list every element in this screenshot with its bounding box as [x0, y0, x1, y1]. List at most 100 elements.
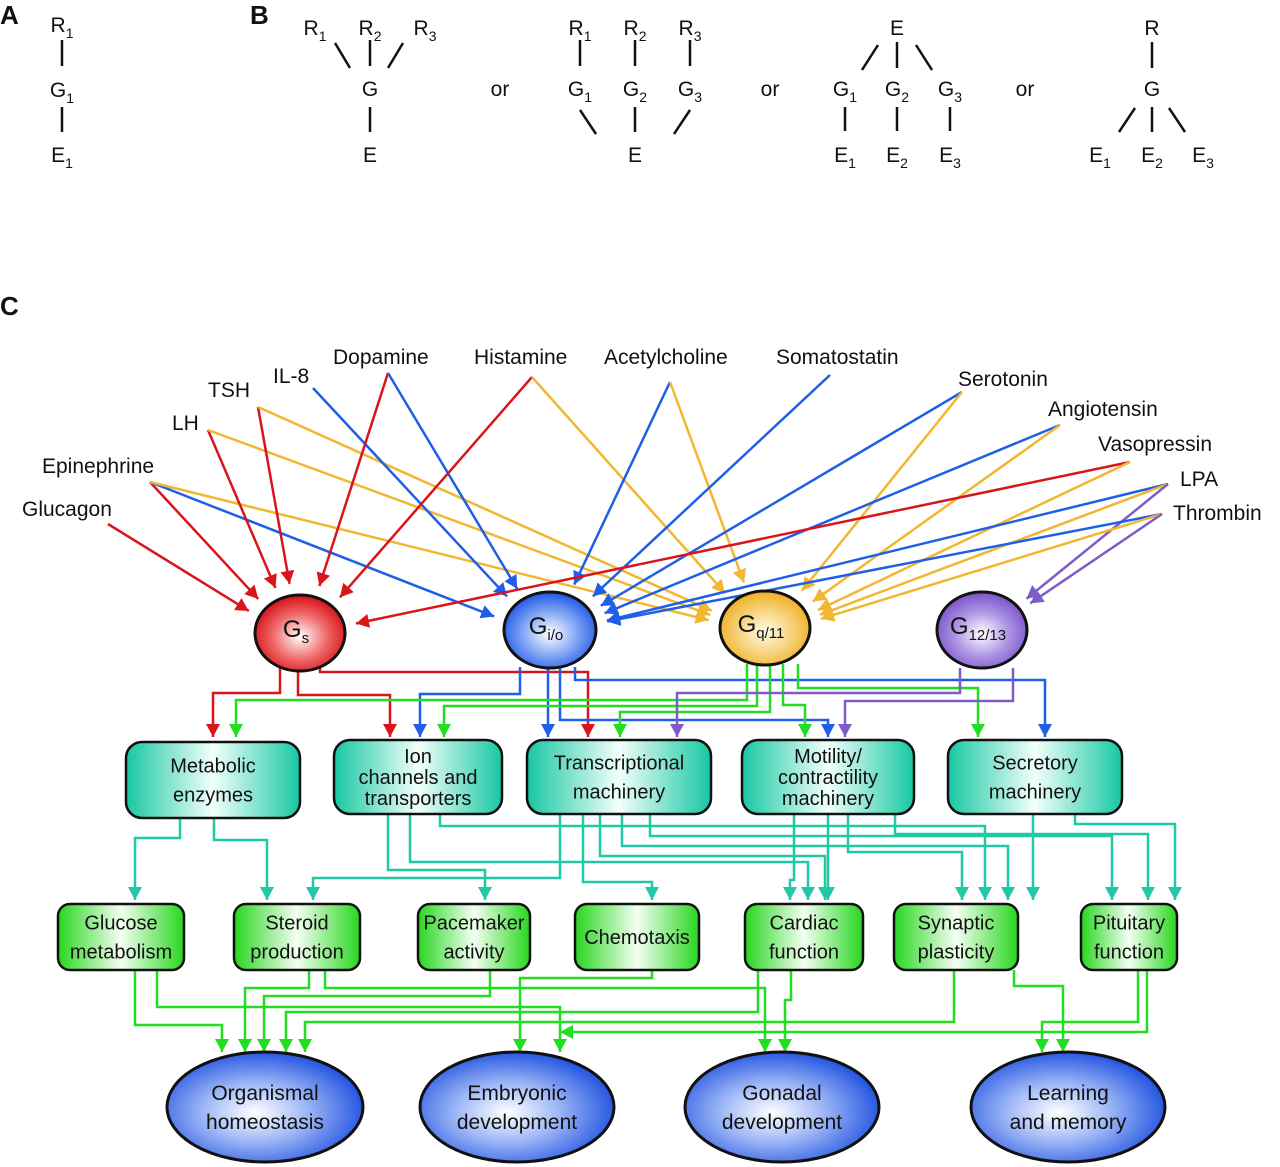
- arrowhead-gs: [339, 582, 354, 598]
- arrowhead-gs: [316, 571, 331, 586]
- label-subscript: 2: [901, 89, 909, 105]
- link-motility-pituitary: [893, 814, 1150, 900]
- arrowhead: [541, 724, 555, 737]
- g-protein-oval: [935, 590, 1029, 670]
- label-base: R: [359, 17, 374, 40]
- effector-node: E3: [1192, 144, 1214, 171]
- effector-node: E: [363, 144, 377, 167]
- label-subscript: q/11: [756, 625, 784, 642]
- ligand-label-vasopressin: Vasopressin: [1098, 433, 1212, 456]
- ligand-label-serotonin: Serotonin: [958, 368, 1048, 391]
- ligand-link-epinephrine-gq11: [149, 480, 710, 622]
- label-base: R: [414, 17, 429, 40]
- label-base: G: [950, 613, 969, 640]
- function-label: activity: [443, 942, 504, 964]
- ligand-label-il-8: IL-8: [273, 365, 309, 388]
- edge: [578, 109, 598, 135]
- label-subscript: 2: [374, 28, 382, 44]
- ligand-link-glucagon-gs: [107, 522, 250, 613]
- ligand-link-acetylcholine-gio: [573, 381, 672, 586]
- outcome-label: Learning: [1027, 1082, 1109, 1105]
- label-subscript: 1: [848, 155, 856, 171]
- ligand-link-thrombin-gio: [606, 512, 1163, 623]
- ligand-link-lh-gs: [206, 429, 277, 589]
- g-protein-effector-links: [206, 664, 1052, 737]
- arrowhead-g1213: [1030, 590, 1045, 604]
- arrowhead-gq11: [812, 588, 828, 602]
- function-label: Glucose: [84, 913, 157, 935]
- outcome-label: Gonadal: [742, 1082, 821, 1105]
- arrowhead-gq11: [820, 608, 836, 622]
- label-base: E: [834, 144, 848, 167]
- link-metabolic-steroid: [212, 818, 269, 900]
- function-box-shape: [232, 902, 362, 972]
- receptor-node: R: [1144, 17, 1159, 40]
- label-subscript: 2: [639, 89, 647, 105]
- arrowhead: [257, 1039, 271, 1052]
- label-base: E: [1089, 144, 1103, 167]
- ligand-label-lh: LH: [172, 412, 199, 435]
- receptor-node: R1: [304, 17, 327, 44]
- arrowhead: [1026, 887, 1040, 900]
- link-gio-motility: [558, 668, 830, 737]
- edge: [333, 42, 352, 69]
- link-g1213-motility: [843, 668, 1015, 737]
- arrowhead: [798, 724, 812, 737]
- label-subscript: 2: [1155, 155, 1163, 171]
- panel-label-c: C: [0, 291, 19, 321]
- label-base: G: [738, 611, 757, 638]
- link-ion-cardiac: [408, 814, 810, 900]
- label-subscript: 12/13: [969, 627, 1007, 644]
- label-base: G: [362, 78, 378, 101]
- link-transcriptional-cardiac: [598, 814, 827, 900]
- g-protein-oval: [718, 589, 812, 667]
- link-chemotaxis-embryonic: [518, 970, 654, 1052]
- or-label: or: [761, 78, 780, 101]
- link-pituitary-embryonic: [560, 970, 1149, 1034]
- label-subscript: 1: [1103, 155, 1111, 171]
- g-protein-g1213: G12/13: [935, 590, 1029, 670]
- label-base: R: [304, 17, 319, 40]
- ligand-link-lh-gq11: [207, 428, 711, 617]
- link-gs-metabolic: [211, 668, 282, 737]
- arrowhead: [1056, 1039, 1070, 1052]
- link-synaptic-learning: [1012, 970, 1065, 1052]
- arrowhead: [478, 887, 492, 900]
- outcome-oval: [418, 1050, 616, 1164]
- label-base: E: [363, 144, 377, 167]
- arrowhead-gio: [504, 574, 518, 589]
- label-subscript: i/o: [547, 627, 563, 644]
- link-gq-secretory: [796, 664, 980, 737]
- ligand-link-dopamine-gs: [318, 372, 390, 587]
- link-transcriptional-pituitary: [648, 814, 1114, 900]
- arrowhead: [783, 887, 797, 900]
- link-g1213-transcriptional: [675, 668, 962, 737]
- arrowhead: [560, 1025, 573, 1039]
- arrowhead-gio: [592, 582, 608, 597]
- effector-node: E: [628, 144, 642, 167]
- label-base: G: [885, 78, 901, 101]
- receptor-node: R2: [359, 17, 382, 44]
- function-label: Chemotaxis: [584, 927, 690, 949]
- arrowhead: [670, 724, 684, 737]
- label-base: R: [569, 17, 584, 40]
- label-base: G: [50, 79, 66, 102]
- g-protein-label: Gq/11: [738, 611, 785, 642]
- node-g1: G1: [50, 79, 74, 106]
- arrowhead: [1141, 887, 1155, 900]
- effector-box-shape: [124, 740, 302, 820]
- label-subscript: 1: [584, 89, 592, 105]
- label-base: E: [886, 144, 900, 167]
- ligand-label-acetylcholine: Acetylcholine: [604, 346, 728, 369]
- label-base: R: [679, 17, 694, 40]
- ligand-link-tsh-gs: [256, 406, 291, 585]
- arrowhead: [838, 724, 852, 737]
- panel-label-a: A: [0, 0, 19, 30]
- effector-box-shape: [946, 738, 1124, 816]
